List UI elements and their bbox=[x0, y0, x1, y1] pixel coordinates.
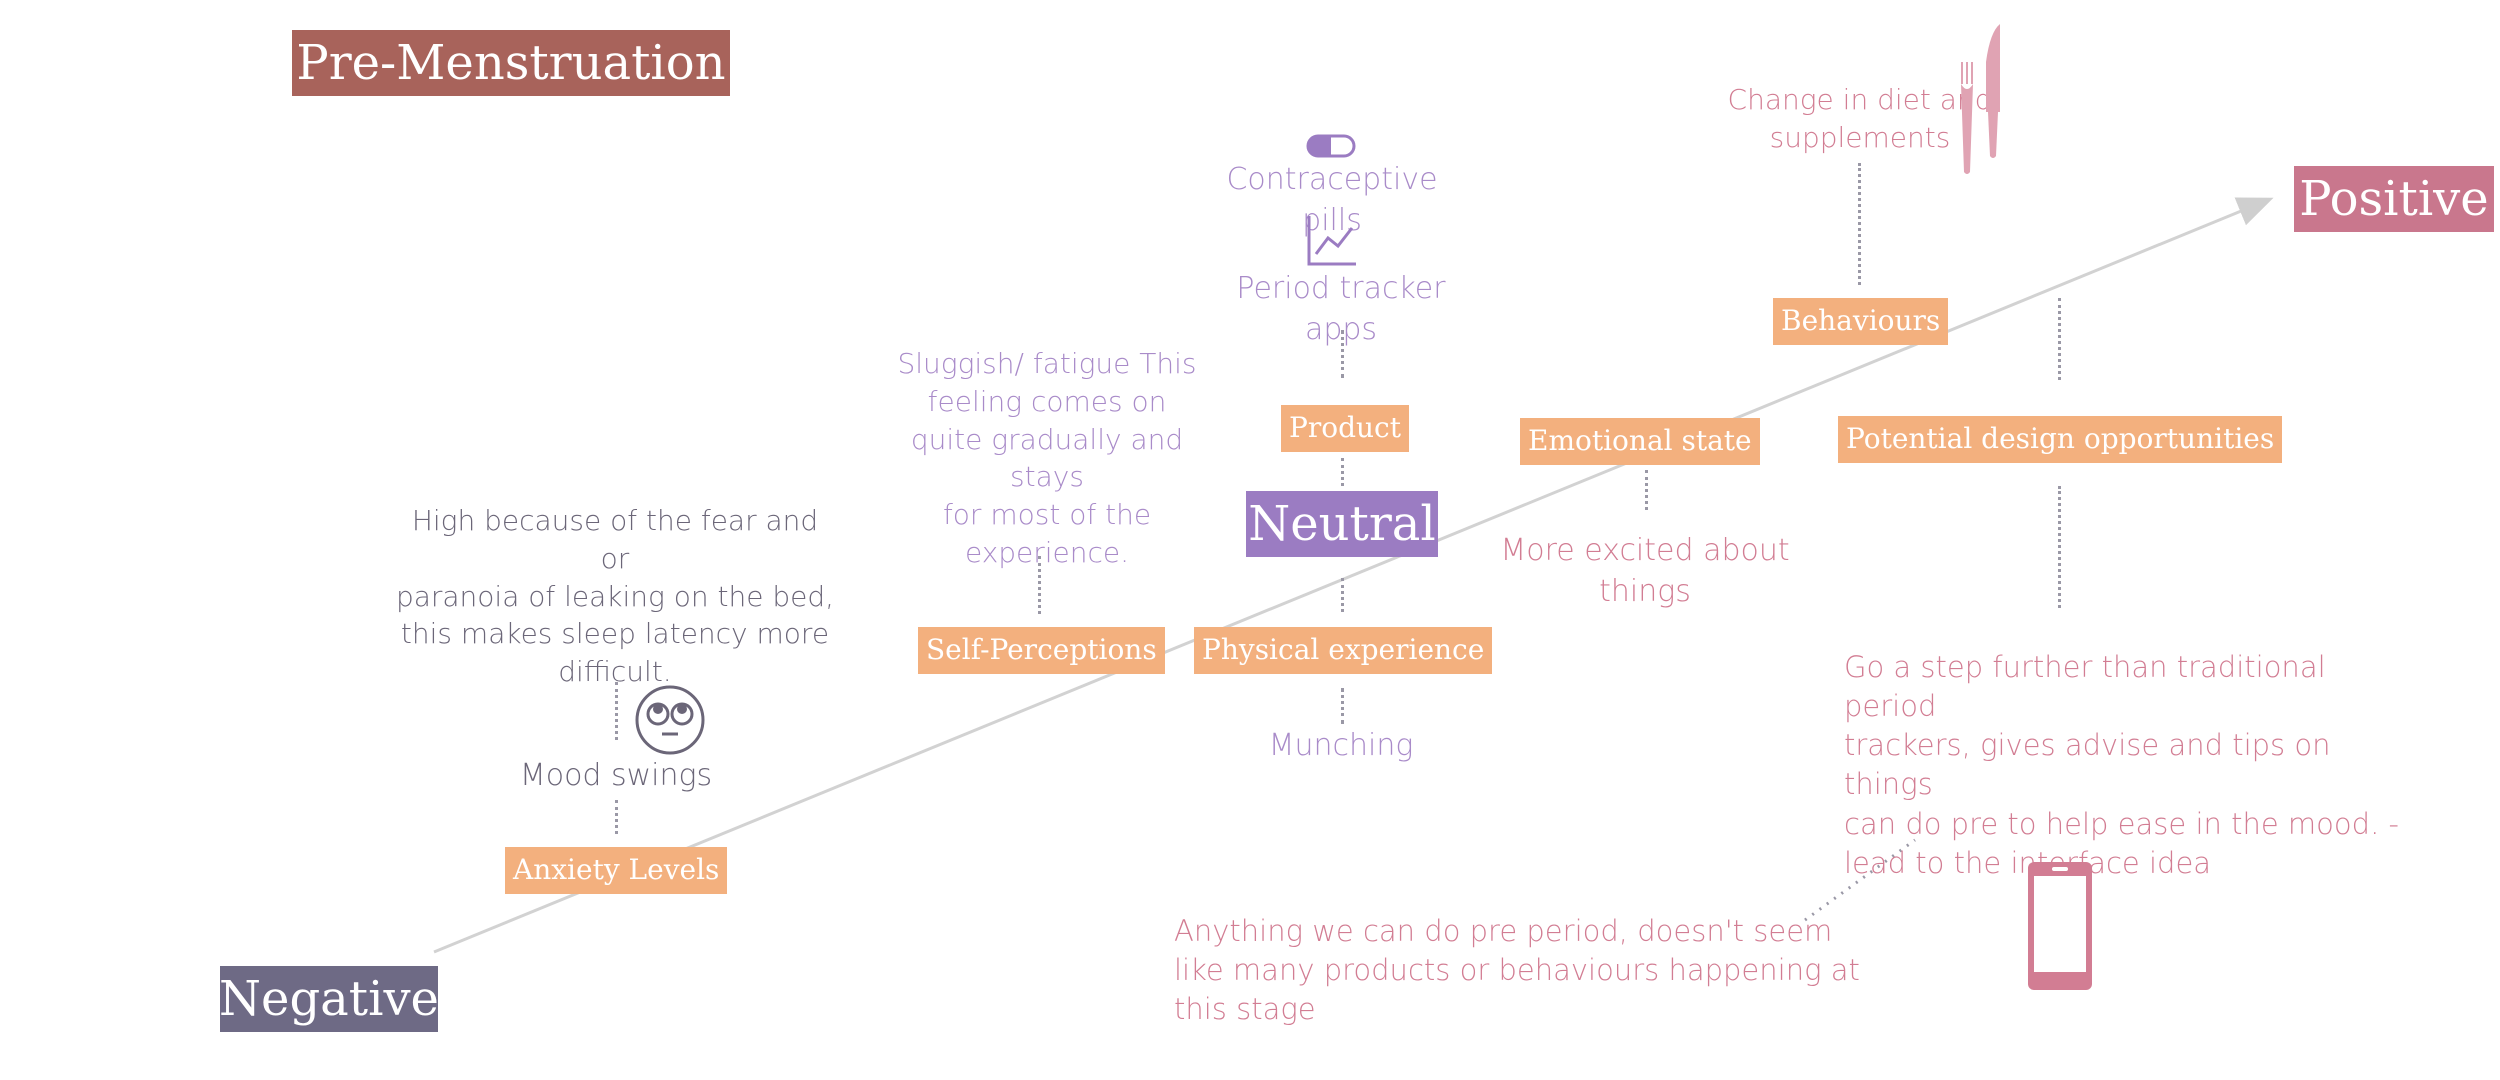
tag-emotional-state: Emotional state bbox=[1520, 418, 1760, 465]
page-title: Pre-Menstruation bbox=[292, 30, 730, 96]
line-chart-icon bbox=[1306, 214, 1358, 272]
anxiety-description: High because of the fear and or paranoia… bbox=[395, 504, 835, 689]
munching-text: Munching bbox=[1268, 728, 1414, 763]
positive-label: Positive bbox=[2294, 166, 2494, 232]
dotted-connector bbox=[1858, 163, 1861, 285]
fork-knife-icon bbox=[1956, 22, 2004, 182]
dotted-connector bbox=[1341, 458, 1344, 486]
tag-anxiety-levels: Anxiety Levels bbox=[505, 847, 728, 894]
pre-period-text: Anything we can do pre period, doesn't s… bbox=[1174, 914, 1860, 1027]
dotted-connector bbox=[2058, 298, 2061, 380]
dotted-connector bbox=[1341, 688, 1344, 724]
tag-behaviours: Behaviours bbox=[1773, 298, 1949, 345]
dotted-connector bbox=[2058, 486, 2061, 608]
dotted-connector bbox=[1645, 470, 1648, 510]
tag-product: Product bbox=[1281, 405, 1409, 452]
eye-roll-face-icon bbox=[634, 684, 706, 760]
neutral-label: Neutral bbox=[1246, 491, 1438, 557]
dotted-connector bbox=[615, 800, 618, 834]
mood-swings-text: Mood swings bbox=[519, 758, 713, 793]
sluggish-description: Sluggish/ fatigue This feeling comes on … bbox=[897, 347, 1197, 569]
dotted-connector bbox=[615, 682, 618, 740]
pill-icon bbox=[1306, 134, 1356, 162]
dotted-connector bbox=[1341, 578, 1344, 612]
contraceptive-pills-text: Contraceptive pills bbox=[1226, 162, 1438, 238]
tag-design-opportunities: Potential design opportunities bbox=[1838, 416, 2283, 463]
tag-self-perceptions: Self-Perceptions bbox=[918, 627, 1165, 674]
tag-physical-experience: Physical experience bbox=[1194, 627, 1493, 674]
negative-label: Negative bbox=[219, 966, 439, 1032]
design-opportunity-description: Go a step further than traditional perio… bbox=[1844, 650, 2399, 880]
period-tracker-apps-text: Period tracker apps bbox=[1236, 271, 1446, 347]
smartphone-icon bbox=[2026, 860, 2094, 996]
dotted-connector bbox=[1038, 556, 1041, 614]
more-excited-text: More excited about things bbox=[1500, 533, 1790, 609]
dotted-connector bbox=[1341, 330, 1344, 378]
